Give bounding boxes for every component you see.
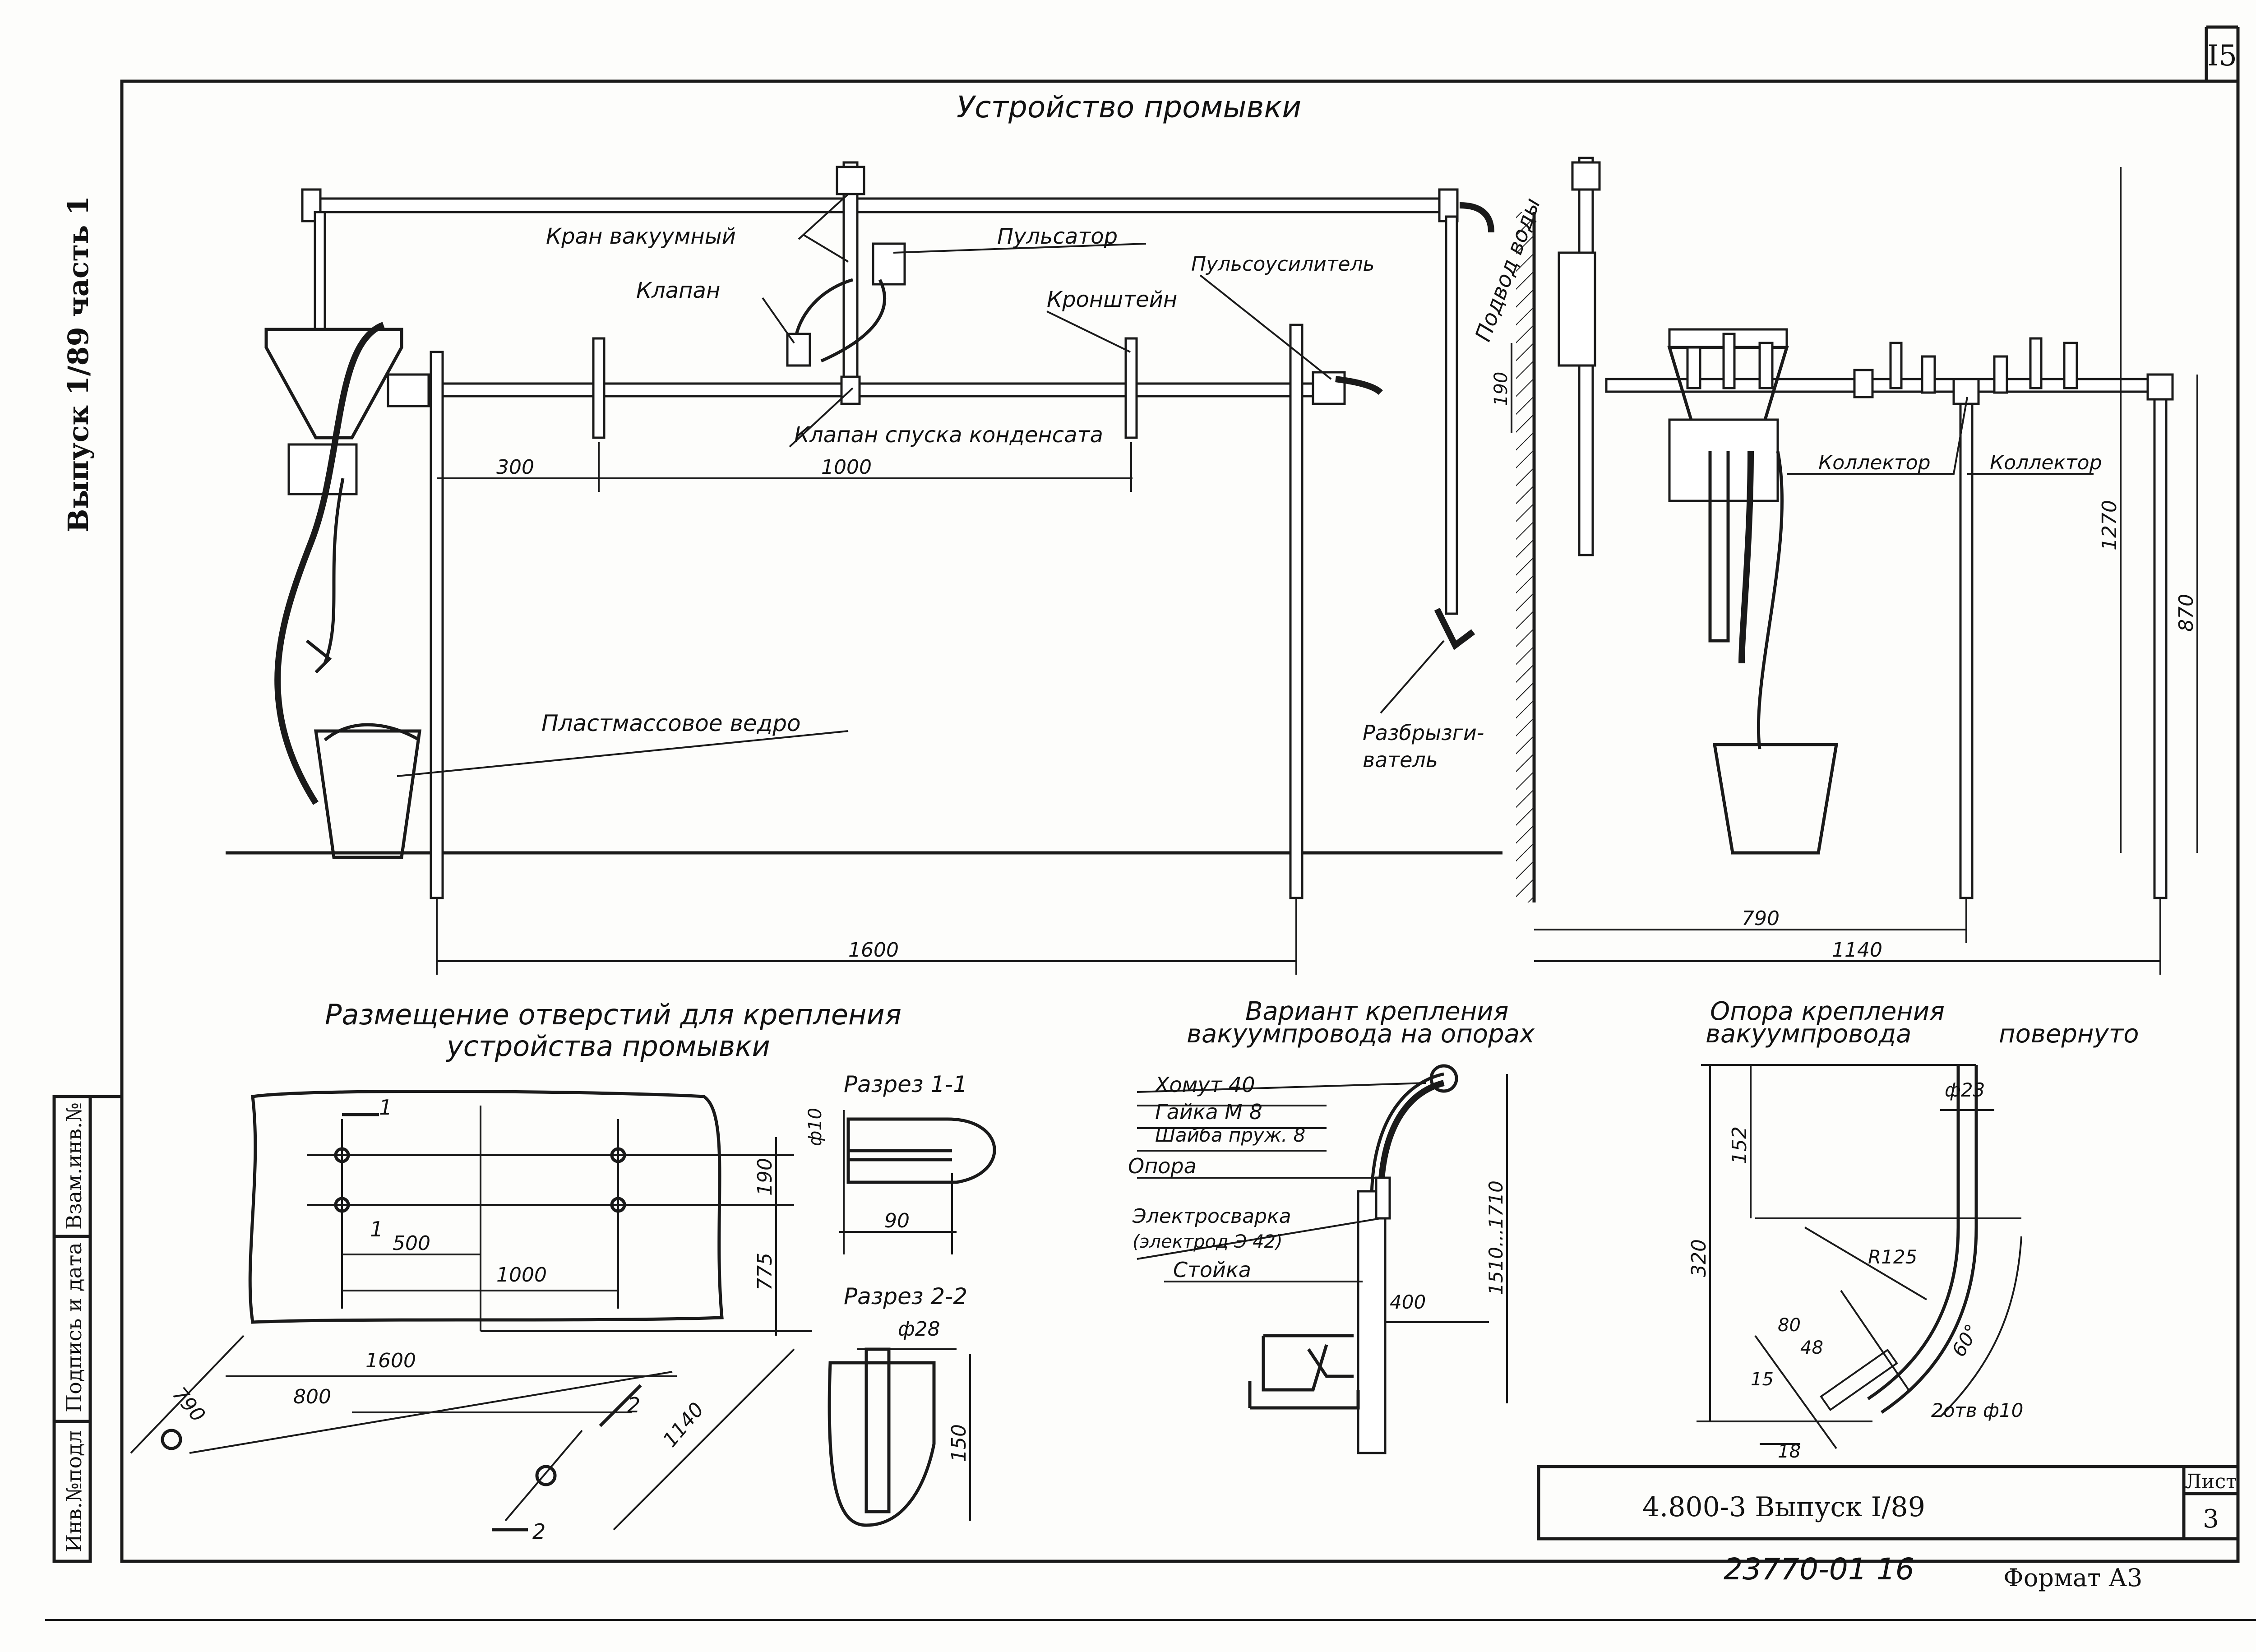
support-dim-80: 80 (1778, 1315, 1801, 1336)
label-washer: Шайба пруж. 8 (1155, 1124, 1305, 1146)
dim-1600: 1600 (848, 939, 899, 962)
label-collector-1: Коллектор (1818, 451, 1931, 474)
label-sprinkler-1: Разбрызги- (1363, 721, 1484, 745)
support-drawing (1697, 1064, 2022, 1449)
holes-dim-500: 500 (393, 1232, 430, 1255)
dim-1000: 1000 (821, 456, 872, 479)
dim-1140: 1140 (1832, 939, 1882, 962)
section-1-title: Разрез 1-1 (844, 1071, 967, 1097)
support-dim-angle: 60° (1947, 1320, 1983, 1360)
section-1-dia: ф10 (805, 1108, 826, 1146)
main-front-view (226, 161, 1502, 975)
label-nut: Гайка М 8 (1155, 1100, 1262, 1124)
label-bucket: Пластмассовое ведро (541, 710, 801, 736)
dim-790: 790 (1742, 907, 1780, 930)
label-clamp: Хомут 40 (1154, 1073, 1255, 1097)
support-dim-15: 15 (1751, 1369, 1774, 1390)
label-bracket: Кронштейн (1047, 287, 1177, 312)
section-2-2 (828, 1347, 971, 1527)
sheet-number: 3 (2203, 1504, 2219, 1534)
mount-variant-drawing (1137, 1064, 1508, 1454)
support-rotated: повернуто (1999, 1019, 2139, 1049)
label-sprinkler-2: ватель (1363, 748, 1438, 772)
sheet-label: Лист (2185, 1470, 2237, 1493)
left-stamp (52, 1095, 122, 1563)
mark-1-bottom: 1 (370, 1217, 383, 1241)
support-dim-18: 18 (1778, 1441, 1801, 1462)
support-dim-320: 320 (1687, 1239, 1710, 1277)
stamp-col-1: Инв.№подл (62, 1430, 86, 1552)
holes-dim-1140: 1140 (658, 1398, 708, 1452)
label-support: Опора (1128, 1154, 1197, 1178)
main-side-view (1511, 157, 2198, 975)
label-vacuum-valve: Кран вакуумный (546, 224, 736, 249)
label-pulsator: Пульсатор (997, 224, 1118, 249)
mount-title-1: Вариант крепления (1245, 997, 1508, 1026)
section-2-title: Разрез 2-2 (844, 1283, 967, 1310)
support-dim-152: 152 (1728, 1126, 1751, 1164)
mount-dim-400: 400 (1390, 1291, 1426, 1313)
stamp-col-2: Подпись и дата (62, 1242, 86, 1412)
section-2-depth: 150 (948, 1424, 971, 1462)
section-1-width: 90 (884, 1209, 910, 1232)
label-collector-2: Коллектор (1990, 451, 2102, 474)
order-number: 23770-01 16 (1724, 1552, 1914, 1587)
support-dim-dia23: ф23 (1945, 1079, 1985, 1101)
holes-dim-790: 790 (168, 1383, 210, 1426)
holes-dim-190: 190 (754, 1158, 777, 1196)
holes-plan (130, 1089, 812, 1532)
stamp-col-3: Взам.инв.№ (62, 1102, 86, 1230)
dim-1270: 1270 (2098, 500, 2121, 551)
dim-870: 870 (2175, 594, 2198, 632)
mark-1-top: 1 (379, 1095, 392, 1120)
mount-title-2: вакуумпровода на опорах (1187, 1019, 1535, 1049)
dim-300: 300 (496, 456, 534, 479)
support-title-2: вакуумпровода (1706, 1019, 1911, 1049)
section-1-1 (839, 1110, 996, 1254)
support-title-1: Опора крепления (1710, 997, 1945, 1026)
holes-dim-1600: 1600 (365, 1349, 416, 1372)
dim-190-side: 190 (1491, 372, 1512, 406)
title-block (1537, 1465, 2240, 1541)
label-welding-2: (электрод Э 42) (1133, 1231, 1283, 1252)
support-dim-48: 48 (1800, 1337, 1823, 1358)
frame (45, 25, 2256, 1621)
holes-dim-800: 800 (293, 1385, 331, 1408)
holes-dim-1000: 1000 (496, 1263, 547, 1286)
format-label: Формат А3 (2003, 1564, 2142, 1592)
holes-title-2: устройства промывки (446, 1030, 770, 1063)
mark-2-bottom: 2 (532, 1519, 546, 1544)
support-dim-r125: R125 (1868, 1246, 1917, 1268)
label-welding-1: Электросварка (1132, 1205, 1291, 1228)
doc-code: 4.800-3 Выпуск I/89 (1642, 1491, 1925, 1523)
holes-title-1: Размещение отверстий для крепления (325, 998, 901, 1031)
label-condensate-valve: Клапан спуска конденсата (794, 422, 1103, 448)
label-valve: Клапан (636, 278, 720, 303)
label-pulse-amplifier: Пульсоусилитель (1191, 253, 1375, 276)
side-label: Выпуск 1/89 часть 1 (62, 196, 95, 532)
main-title: Устройство промывки (957, 90, 1301, 125)
support-dim-holes: 2отв ф10 (1931, 1399, 2023, 1421)
section-2-dia: ф28 (898, 1318, 940, 1341)
label-post: Стойка (1173, 1258, 1251, 1282)
holes-dim-775: 775 (754, 1253, 777, 1291)
mark-2-top: 2 (627, 1393, 640, 1417)
page-number: I5 (2207, 39, 2237, 73)
mount-dim-height: 1510...1710 (1485, 1180, 1507, 1295)
